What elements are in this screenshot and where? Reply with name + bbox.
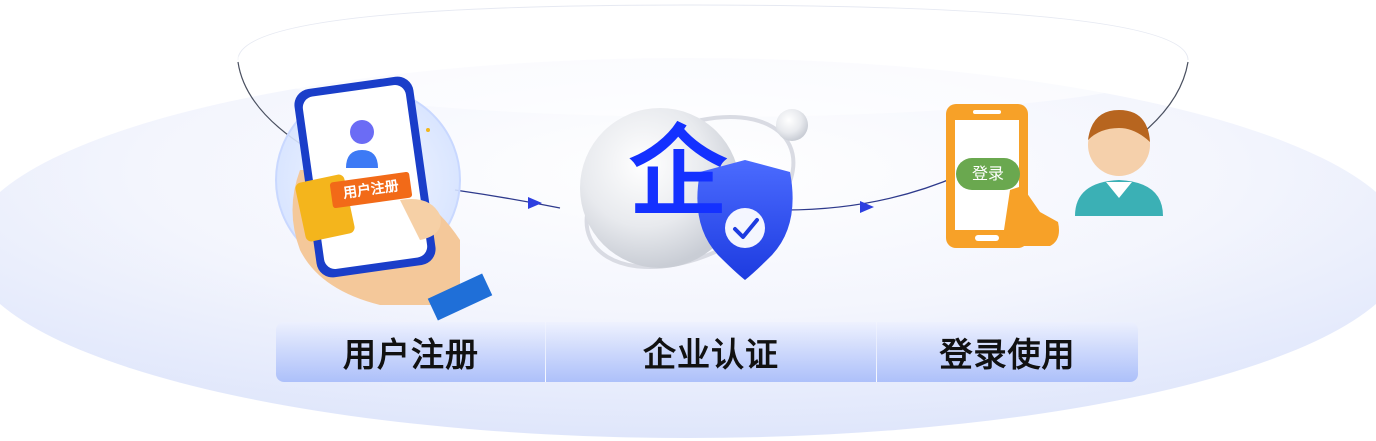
divider	[545, 322, 546, 382]
connector-1	[454, 189, 561, 209]
person-avatar-icon	[1075, 110, 1163, 216]
enterprise-shield-icon	[580, 108, 808, 280]
login-chip: 登录	[956, 158, 1020, 190]
steps-label-bar: 用户注册 企业认证 登录使用	[276, 322, 1138, 382]
divider	[876, 322, 877, 382]
step-label-enterprise: 企业认证	[643, 335, 779, 374]
enterprise-char: 企	[628, 116, 727, 230]
connector-2	[784, 174, 961, 213]
step-label-login: 登录使用	[939, 335, 1076, 374]
step-label-register: 用户注册	[343, 335, 479, 374]
